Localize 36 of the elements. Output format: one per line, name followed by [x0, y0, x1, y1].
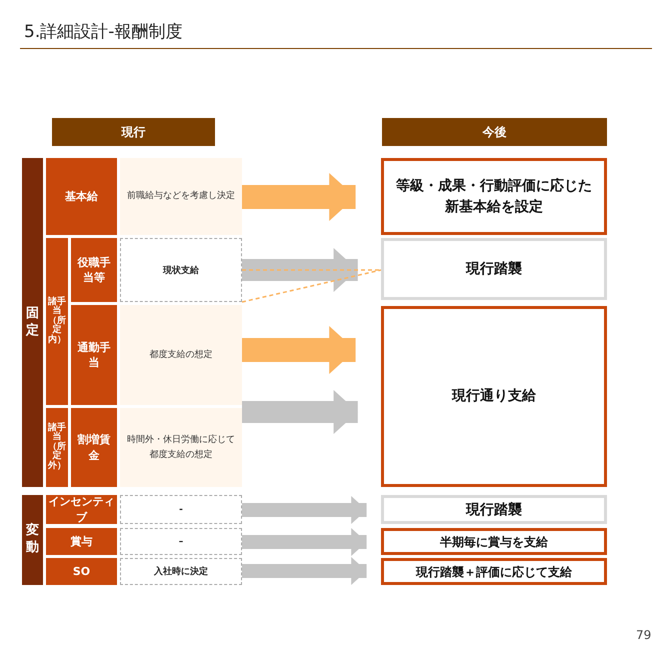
block-arrow	[242, 557, 367, 585]
column-header: 今後	[382, 118, 607, 146]
description-cell: 入社時に決定	[120, 558, 242, 585]
dashed-connector	[242, 269, 382, 303]
block-arrow	[242, 173, 356, 221]
block-arrow	[242, 528, 367, 556]
dashed-connector	[242, 269, 381, 271]
category-label: 諸手当（所定外）	[46, 408, 68, 487]
outcome-box: 半期毎に賞与を支給	[381, 528, 607, 555]
category-label: SO	[46, 558, 117, 585]
category-band: 固定	[22, 158, 43, 487]
slide-title: 5.詳細設計-報酬制度	[24, 21, 182, 43]
description-cell: 現状支給	[120, 238, 242, 302]
outcome-box: 現行踏襲	[381, 495, 607, 524]
block-arrow	[242, 248, 358, 292]
category-label: インセンティブ	[46, 495, 117, 524]
description-cell: –	[120, 528, 242, 555]
category-label: 賞与	[46, 528, 117, 555]
description-cell: 都度支給の想定	[120, 305, 242, 405]
category-label: 諸手当（所定内）	[46, 238, 68, 405]
block-arrow	[242, 496, 367, 524]
category-band: 変動	[22, 495, 43, 585]
description-cell: 時間外・休日労働に応じて都度支給の想定	[120, 408, 242, 487]
outcome-box: 等級・成果・行動評価に応じた新基本給を設定	[381, 158, 607, 235]
description-cell: -	[120, 495, 242, 524]
description-cell: 前職給与などを考慮し決定	[120, 158, 242, 235]
category-label: 役職手当等	[71, 238, 117, 302]
column-header: 現行	[52, 118, 215, 146]
block-arrow	[242, 390, 358, 434]
outcome-box: 現行通り支給	[381, 306, 607, 487]
category-label: 割増賃金	[71, 408, 117, 487]
category-label: 基本給	[46, 158, 117, 235]
category-label: 通勤手当	[71, 305, 117, 405]
outcome-box: 現行踏襲	[381, 238, 607, 300]
outcome-box: 現行踏襲＋評価に応じて支給	[381, 558, 607, 585]
page-number: 79	[636, 628, 652, 642]
